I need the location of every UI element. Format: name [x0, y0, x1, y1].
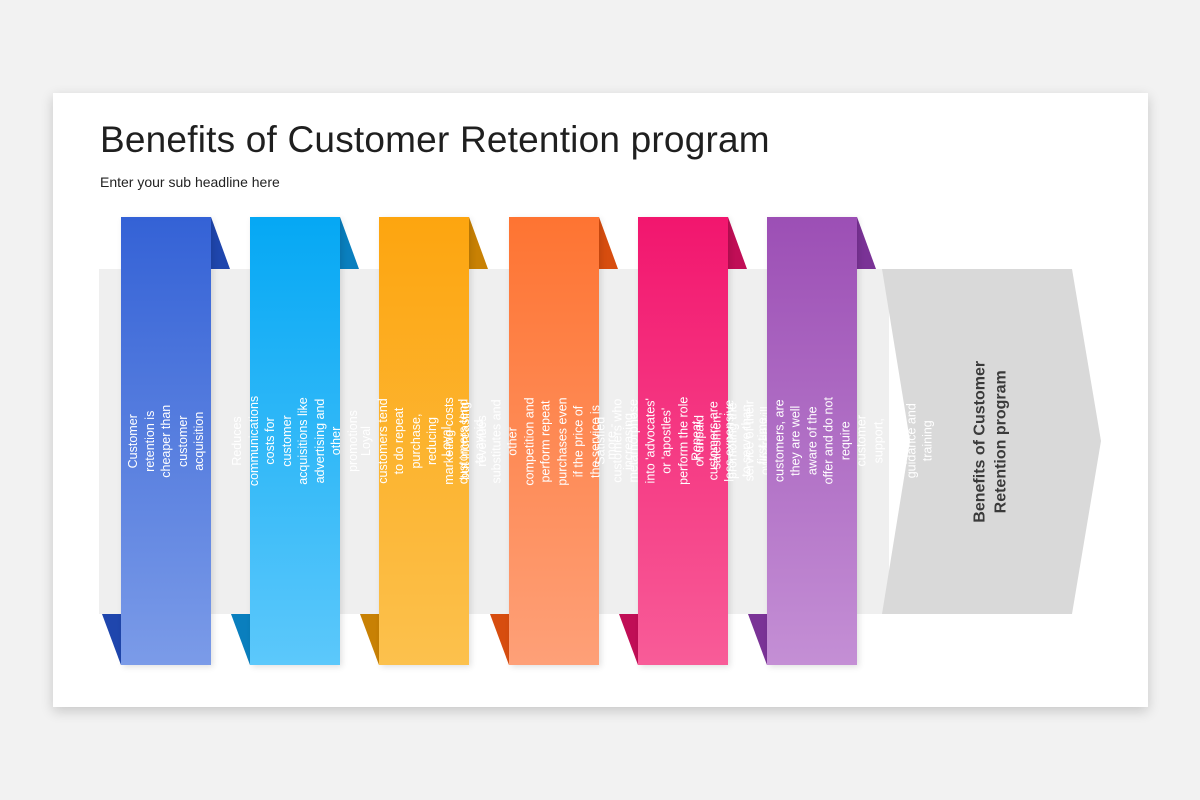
benefit-ribbon: Loyal customers tend to avoid substitute…	[440, 217, 668, 665]
ribbon-fold-bottom	[490, 614, 509, 665]
ribbon-fold-bottom	[231, 614, 250, 665]
ribbon-fold-top	[469, 217, 488, 269]
page-title: Benefits of Customer Retention program	[100, 119, 770, 160]
benefit-ribbon: Repeat customers are less expensive to s…	[689, 217, 934, 665]
benefit-text: Repeat customers are less expensive to s…	[689, 397, 935, 485]
summary-arrow	[882, 269, 1101, 614]
ribbon-fold-bottom	[748, 614, 767, 665]
ribbon-fold-bottom	[102, 614, 121, 665]
page-subtitle: Enter your sub headline here	[100, 174, 280, 190]
background-band	[99, 269, 889, 614]
ribbon-fold-bottom	[360, 614, 379, 665]
benefit-ribbon: Reduces communications costs for custome…	[230, 217, 360, 665]
benefit-ribbon: Customer retention is cheaper than custo…	[121, 217, 211, 665]
ribbon-fold-top	[728, 217, 747, 269]
ribbon-fold-top	[211, 217, 230, 269]
benefit-ribbon: Loyal customers tend to do repeat purcha…	[359, 217, 489, 665]
summary-arrow-label: Benefits of Customer Retention program	[971, 360, 1010, 523]
ribbon-fold-top	[340, 217, 359, 269]
ribbon-fold-top	[857, 217, 876, 269]
benefit-text: Customer retention is cheaper than custo…	[125, 404, 206, 478]
slide: Benefits of Customer Retention program E…	[53, 93, 1148, 707]
benefit-ribbon: Satisfied customers who metamorphose int…	[593, 217, 772, 665]
ribbon-fold-bottom	[619, 614, 638, 665]
ribbon-fold-top	[599, 217, 618, 269]
benefit-text: Reduces communications costs for custome…	[230, 395, 360, 487]
